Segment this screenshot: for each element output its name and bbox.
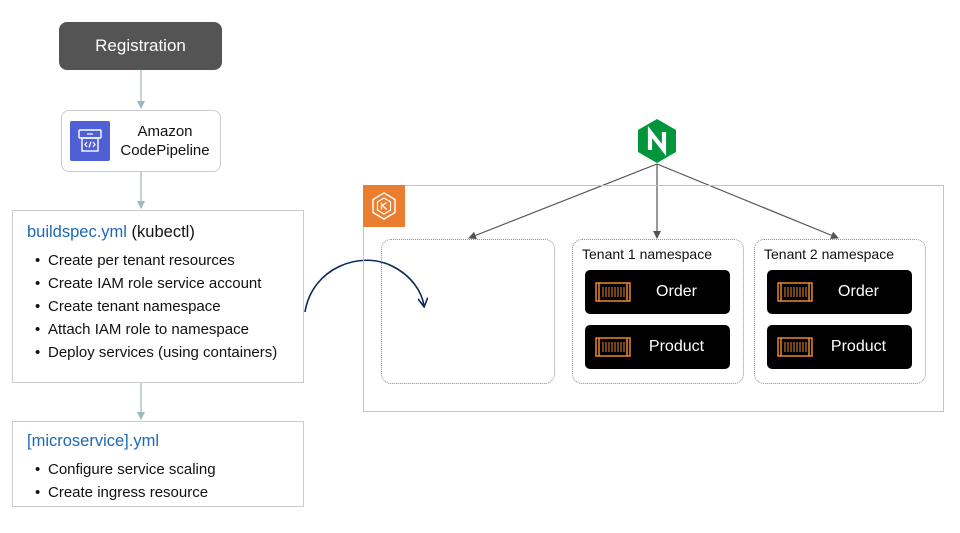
product-service: Product [767, 325, 912, 369]
codepipeline-label: Amazon CodePipeline [110, 122, 220, 160]
eks-icon [363, 185, 405, 227]
codepipeline-icon [70, 121, 110, 161]
deploy-curved-arrow [304, 259, 424, 313]
buildspec-box: buildspec.yml (kubectl) Create per tenan… [12, 210, 304, 383]
buildspec-item: Create per tenant resources [35, 249, 303, 272]
microservice-filename: [microservice].yml [27, 432, 160, 450]
tenant1-namespace: Tenant 1 namespace Order Product [572, 239, 744, 384]
microservice-item: Configure service scaling [35, 458, 303, 481]
buildspec-item: Create IAM role service account [35, 272, 303, 295]
registration-label: Registration [95, 36, 186, 55]
buildspec-filename: buildspec.yml [27, 223, 127, 241]
buildspec-title-suffix: (kubectl) [126, 223, 195, 241]
codepipeline-line2: CodePipeline [120, 142, 210, 159]
product-service: Product [585, 325, 730, 369]
service-label: Order [838, 283, 879, 300]
container-icon [595, 282, 631, 302]
buildspec-title: buildspec.yml (kubectl) [27, 223, 303, 242]
pool-namespace [381, 239, 555, 384]
microservice-box: [microservice].yml Configure service sca… [12, 421, 304, 507]
buildspec-item: Create tenant namespace [35, 295, 303, 318]
microservice-list: Configure service scaling Create ingress… [27, 458, 303, 504]
ingress-arrow-pool [468, 163, 658, 240]
tenant2-namespace: Tenant 2 namespace Order Product [754, 239, 926, 384]
microservice-title: [microservice].yml [27, 432, 303, 451]
service-label: Product [648, 338, 705, 355]
container-icon [777, 282, 813, 302]
codepipeline-line1: Amazon [137, 123, 193, 140]
eks-cluster-boundary [363, 185, 944, 412]
nginx-icon [636, 118, 678, 164]
buildspec-list: Create per tenant resources Create IAM r… [27, 249, 303, 364]
container-icon [777, 337, 813, 357]
namespace-title: Tenant 1 namespace [582, 246, 712, 262]
codepipeline-box: Amazon CodePipeline [61, 110, 221, 172]
service-label: Order [656, 283, 697, 300]
namespace-title: Tenant 2 namespace [764, 246, 894, 262]
order-service: Order [767, 270, 912, 314]
microservice-item: Create ingress resource [35, 481, 303, 504]
ingress-arrow-tenant2 [656, 163, 839, 240]
order-service: Order [585, 270, 730, 314]
buildspec-item: Attach IAM role to namespace [35, 318, 303, 341]
buildspec-item: Deploy services (using containers) [35, 341, 303, 364]
service-label: Product [830, 338, 887, 355]
registration-box: Registration [59, 22, 222, 70]
container-icon [595, 337, 631, 357]
